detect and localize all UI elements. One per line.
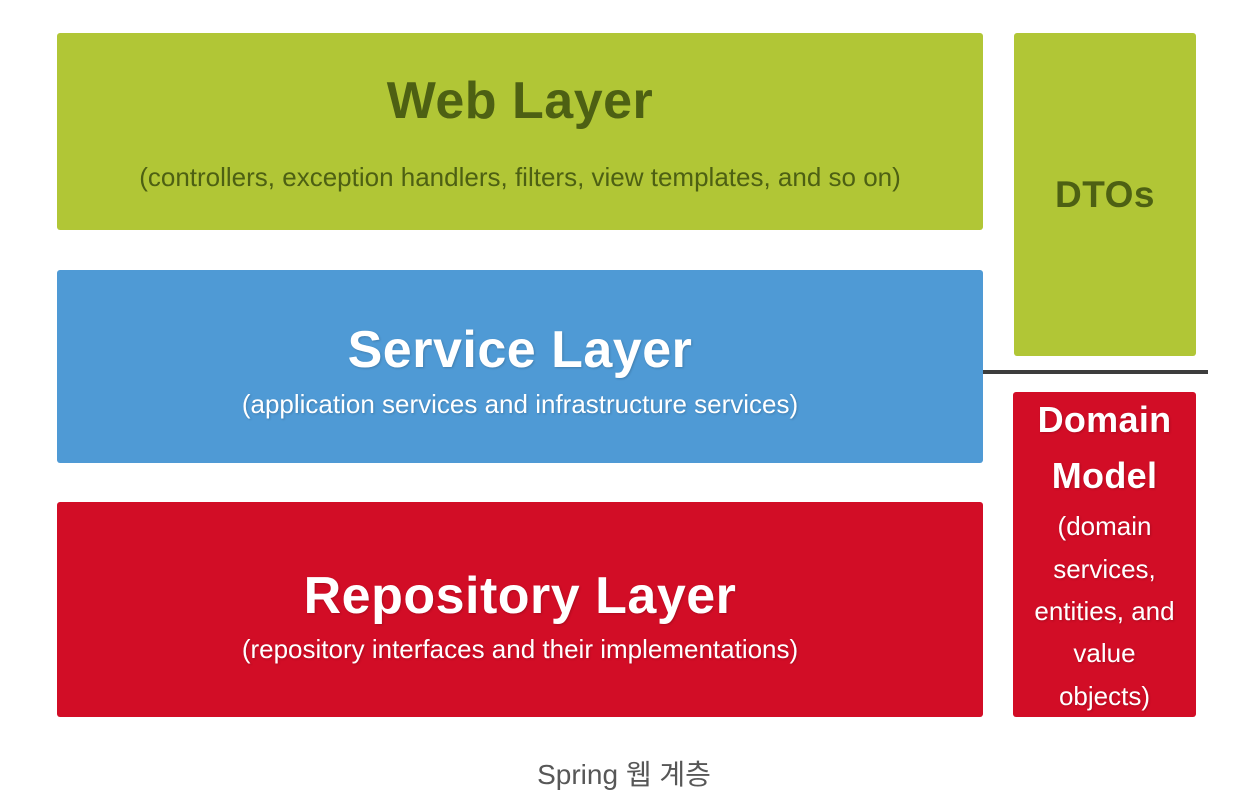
service-layer-box: Service Layer (application services and …	[57, 270, 983, 463]
repository-layer-box: Repository Layer (repository interfaces …	[57, 502, 983, 717]
diagram-caption: Spring 웹 계층	[537, 759, 711, 790]
repository-layer-title: Repository Layer	[303, 567, 737, 626]
domain-subtitle-line: entities, and	[1034, 596, 1175, 627]
dtos-box: DTOs	[1014, 33, 1196, 356]
repository-layer-subtitle: (repository interfaces and their impleme…	[241, 634, 799, 665]
service-layer-title: Service Layer	[347, 320, 693, 379]
domain-subtitle-line: (domain	[1057, 511, 1152, 542]
dtos-title: DTOs	[1054, 173, 1155, 215]
domain-model-box: Domain Model (domain services, entities,…	[1013, 392, 1196, 717]
web-layer-title: Web Layer	[386, 71, 654, 130]
domain-model-subtitle: (domain services, entities, and value ob…	[1034, 505, 1174, 717]
dtos-domain-divider-line	[983, 370, 1208, 374]
web-layer-subtitle: (controllers, exception handlers, filter…	[139, 161, 901, 192]
domain-model-title: Domain Model	[1037, 398, 1172, 496]
domain-subtitle-line: services,	[1053, 553, 1156, 584]
web-layer-box: Web Layer (controllers, exception handle…	[57, 33, 983, 230]
domain-subtitle-line: value	[1073, 638, 1136, 669]
domain-subtitle-line: objects)	[1058, 680, 1151, 711]
service-layer-subtitle: (application services and infrastructure…	[241, 388, 799, 419]
